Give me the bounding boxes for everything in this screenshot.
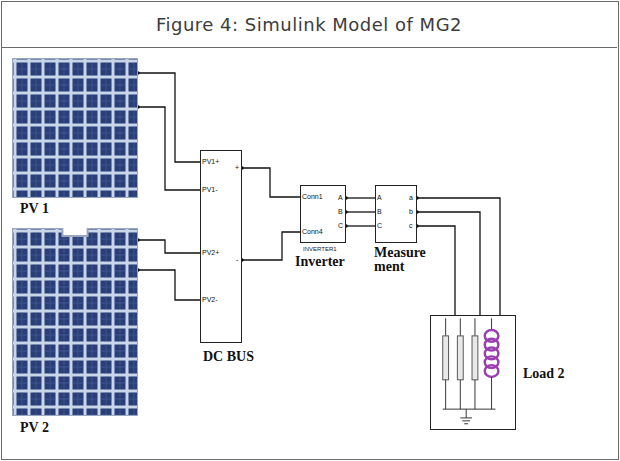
- port-name: PV2+: [202, 249, 219, 257]
- drawing-part: [443, 336, 449, 380]
- port-name: c: [409, 222, 413, 230]
- drawing-part: [474, 380, 475, 409]
- drawing-part: [491, 318, 492, 330]
- wire: [138, 270, 200, 300]
- port-name: -: [236, 256, 238, 264]
- drawing-part: [460, 409, 472, 424]
- block-label: INVERTER1: [303, 246, 337, 252]
- port-name: b: [409, 208, 413, 216]
- wire: [346, 225, 375, 226]
- wire: [242, 232, 300, 260]
- drawing-part: [457, 336, 463, 380]
- drawing-part: [443, 409, 496, 410]
- wire: [417, 212, 480, 315]
- drawing-part: [12, 228, 138, 416]
- block-label: Measure ment: [374, 246, 430, 274]
- port-name: Conn1: [302, 193, 323, 201]
- wire: [242, 168, 300, 197]
- pv-array: PV 2: [12, 228, 138, 416]
- drawing-part: [445, 380, 446, 409]
- port-name: C: [338, 222, 343, 230]
- port-name: a: [409, 194, 413, 202]
- port-name: B: [338, 208, 343, 216]
- wire: [138, 240, 200, 253]
- pv-panel: [12, 58, 138, 198]
- title-bar: Figure 4: Simulink Model of MG2: [1, 1, 617, 48]
- drawing-part: [460, 380, 461, 409]
- drawing-part: [474, 318, 475, 336]
- wire: [417, 198, 500, 315]
- pv-array: PV 1: [12, 58, 138, 198]
- port-name: A: [377, 194, 382, 202]
- drawing-part: [12, 58, 138, 198]
- pv-panel: [12, 228, 138, 416]
- port-name: B: [377, 208, 382, 216]
- block-label: PV 2: [20, 420, 49, 436]
- block-label: Load 2: [523, 366, 565, 382]
- figure-title: Figure 4: Simulink Model of MG2: [156, 14, 462, 35]
- port-name: C: [377, 222, 382, 230]
- wire: [346, 211, 375, 212]
- wire: [346, 197, 375, 198]
- port-name: PV2-: [202, 296, 218, 304]
- load-block: Load 2: [430, 315, 516, 430]
- wire: [138, 107, 200, 190]
- port-name: A: [338, 194, 343, 202]
- block-label: Inverter: [295, 254, 345, 270]
- port-name: Conn4: [302, 228, 323, 236]
- drawing-part: [445, 318, 446, 336]
- block-box: DC BUS: [200, 150, 242, 343]
- block-label: DC BUS: [203, 349, 254, 365]
- load-symbols: [431, 316, 515, 429]
- port-name: +: [235, 164, 239, 172]
- drawing-part: [460, 318, 461, 336]
- port-name: PV1+: [202, 158, 219, 166]
- drawing-part: [485, 365, 499, 377]
- port-name: PV1-: [202, 186, 218, 194]
- block-label: PV 1: [20, 201, 49, 217]
- drawing-part: [491, 377, 492, 409]
- wire: [417, 226, 455, 315]
- wire: [138, 73, 200, 162]
- drawing-part: [472, 336, 478, 380]
